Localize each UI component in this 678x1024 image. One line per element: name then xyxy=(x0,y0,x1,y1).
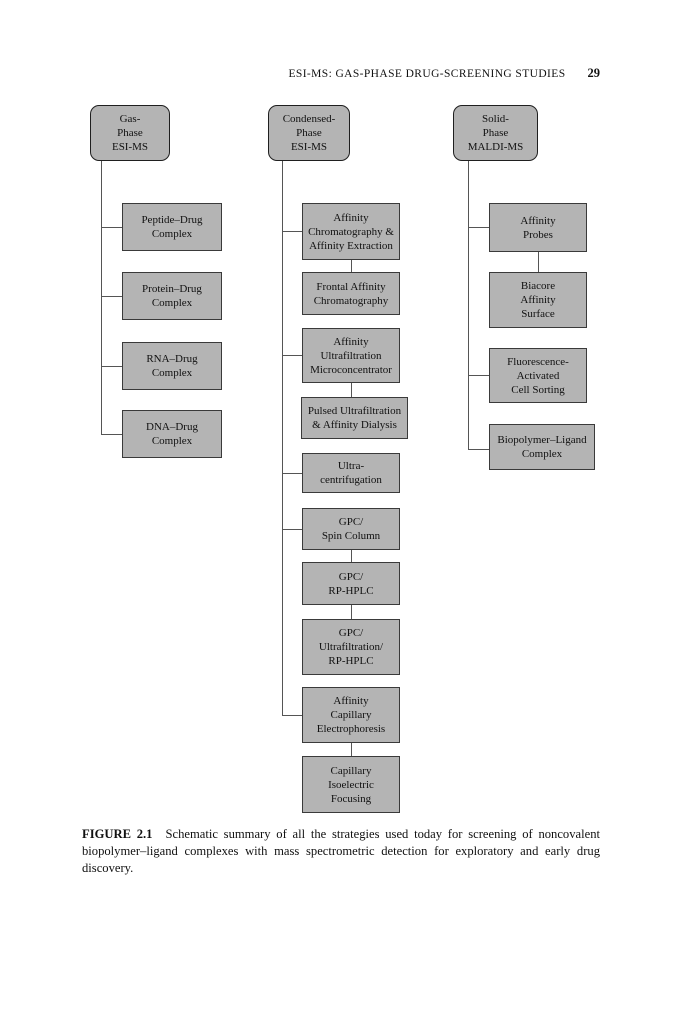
node-label: Frontal Affinity Chromatography xyxy=(313,280,389,307)
connector-branch-affinity-probes xyxy=(468,227,489,228)
connector-branch-peptide-drug xyxy=(101,227,122,228)
node-label: Affinity Chromatography & Affinity Extra… xyxy=(308,211,394,252)
connector-branch-rna-drug xyxy=(101,366,122,367)
node-affinity-ultrafiltration-microconcentrator: Affinity Ultrafiltration Microconcentrat… xyxy=(302,328,400,383)
node-label: RNA–Drug Complex xyxy=(146,353,198,379)
node-label: Biacore Affinity Surface xyxy=(520,280,556,320)
node-label: Protein–Drug Complex xyxy=(142,283,202,309)
node-capillary-isoelectric-focusing: Capillary Isoelectric Focusing xyxy=(302,756,400,813)
node-label: GPC/ Spin Column xyxy=(321,516,381,542)
node-ultracentrifugation: Ultra- centrifugation xyxy=(302,453,400,493)
connector-stack-gpc-rp-hplc xyxy=(351,550,352,562)
connector-branch-affinity-ultrafiltration xyxy=(282,355,302,356)
connector-trunk-condensed-phase xyxy=(282,161,283,715)
figure-caption-label: FIGURE 2.1 xyxy=(82,827,153,841)
header-label: Condensed- Phase ESI-MS xyxy=(282,113,336,153)
connector-branch-gpc-spin-column xyxy=(282,529,302,530)
node-frontal-affinity-chromatography: Frontal Affinity Chromatography xyxy=(302,272,400,315)
node-biopolymer-ligand-complex: Biopolymer–Ligand Complex xyxy=(489,424,595,470)
node-label: Ultra- centrifugation xyxy=(320,460,382,486)
node-protein-drug-complex: Protein–Drug Complex xyxy=(122,272,222,320)
header-label: Solid- Phase MALDI-MS xyxy=(467,113,524,153)
node-rna-drug-complex: RNA–Drug Complex xyxy=(122,342,222,390)
connector-branch-ultracentrifugation xyxy=(282,473,302,474)
connector-stack-frontal-affinity xyxy=(351,259,352,272)
header-gas-phase-esi-ms: Gas- Phase ESI-MS xyxy=(90,105,170,161)
node-label: Pulsed Ultrafiltration & Affinity Dialys… xyxy=(307,405,402,431)
connector-stack-gpc-ultrafiltration-rp-hplc xyxy=(351,605,352,619)
node-label: Affinity Capillary Electrophoresis xyxy=(316,695,386,735)
node-label: Peptide–Drug Complex xyxy=(141,214,203,240)
node-pulsed-ultrafiltration-affinity-dialysis: Pulsed Ultrafiltration & Affinity Dialys… xyxy=(301,397,408,439)
node-gpc-spin-column: GPC/ Spin Column xyxy=(302,508,400,550)
node-label: Capillary Isoelectric Focusing xyxy=(328,764,374,805)
connector-branch-affinity-chromatography xyxy=(282,231,302,232)
connector-branch-biopolymer-ligand xyxy=(468,449,489,450)
connector-stack-pulsed-ultrafiltration xyxy=(351,383,352,397)
node-label: Affinity Ultrafiltration Microconcentrat… xyxy=(310,335,392,376)
connector-branch-affinity-capillary-electrophoresis xyxy=(282,715,302,716)
header-label: Gas- Phase ESI-MS xyxy=(111,113,149,153)
node-gpc-rp-hplc: GPC/ RP-HPLC xyxy=(302,562,400,605)
running-head: ESI-MS: GAS-PHASE DRUG-SCREENING STUDIES… xyxy=(288,66,600,81)
connector-stack-capillary-isoelectric xyxy=(351,743,352,756)
node-label: DNA–Drug Complex xyxy=(146,421,198,447)
page-number: 29 xyxy=(587,66,601,80)
node-affinity-probes: Affinity Probes xyxy=(489,203,587,252)
connector-branch-dna-drug xyxy=(101,434,122,435)
node-label: GPC/ RP-HPLC xyxy=(328,570,374,597)
node-dna-drug-complex: DNA–Drug Complex xyxy=(122,410,222,458)
connector-trunk-solid-phase xyxy=(468,161,469,449)
figure-caption-text: Schematic summary of all the strategies … xyxy=(82,827,600,875)
node-peptide-drug-complex: Peptide–Drug Complex xyxy=(122,203,222,251)
running-head-title: ESI-MS: GAS-PHASE DRUG-SCREENING STUDIES xyxy=(288,68,566,80)
node-label: GPC/ Ultrafiltration/ RP-HPLC xyxy=(318,627,384,667)
connector-trunk-gas-phase xyxy=(101,161,102,434)
connector-stack-biacore xyxy=(538,252,539,272)
node-label: Biopolymer–Ligand Complex xyxy=(497,434,587,460)
header-solid-phase-maldi-ms: Solid- Phase MALDI-MS xyxy=(453,105,538,161)
node-affinity-capillary-electrophoresis: Affinity Capillary Electrophoresis xyxy=(302,687,400,743)
connector-branch-protein-drug xyxy=(101,296,122,297)
node-label: Affinity Probes xyxy=(520,214,556,241)
node-biacore-affinity-surface: Biacore Affinity Surface xyxy=(489,272,587,328)
node-gpc-ultrafiltration-rp-hplc: GPC/ Ultrafiltration/ RP-HPLC xyxy=(302,619,400,675)
connector-branch-facs xyxy=(468,375,489,376)
header-condensed-phase-esi-ms: Condensed- Phase ESI-MS xyxy=(268,105,350,161)
node-label: Fluorescence- Activated Cell Sorting xyxy=(507,355,569,396)
node-fluorescence-activated-cell-sorting: Fluorescence- Activated Cell Sorting xyxy=(489,348,587,403)
node-affinity-chromatography-extraction: Affinity Chromatography & Affinity Extra… xyxy=(302,203,400,260)
